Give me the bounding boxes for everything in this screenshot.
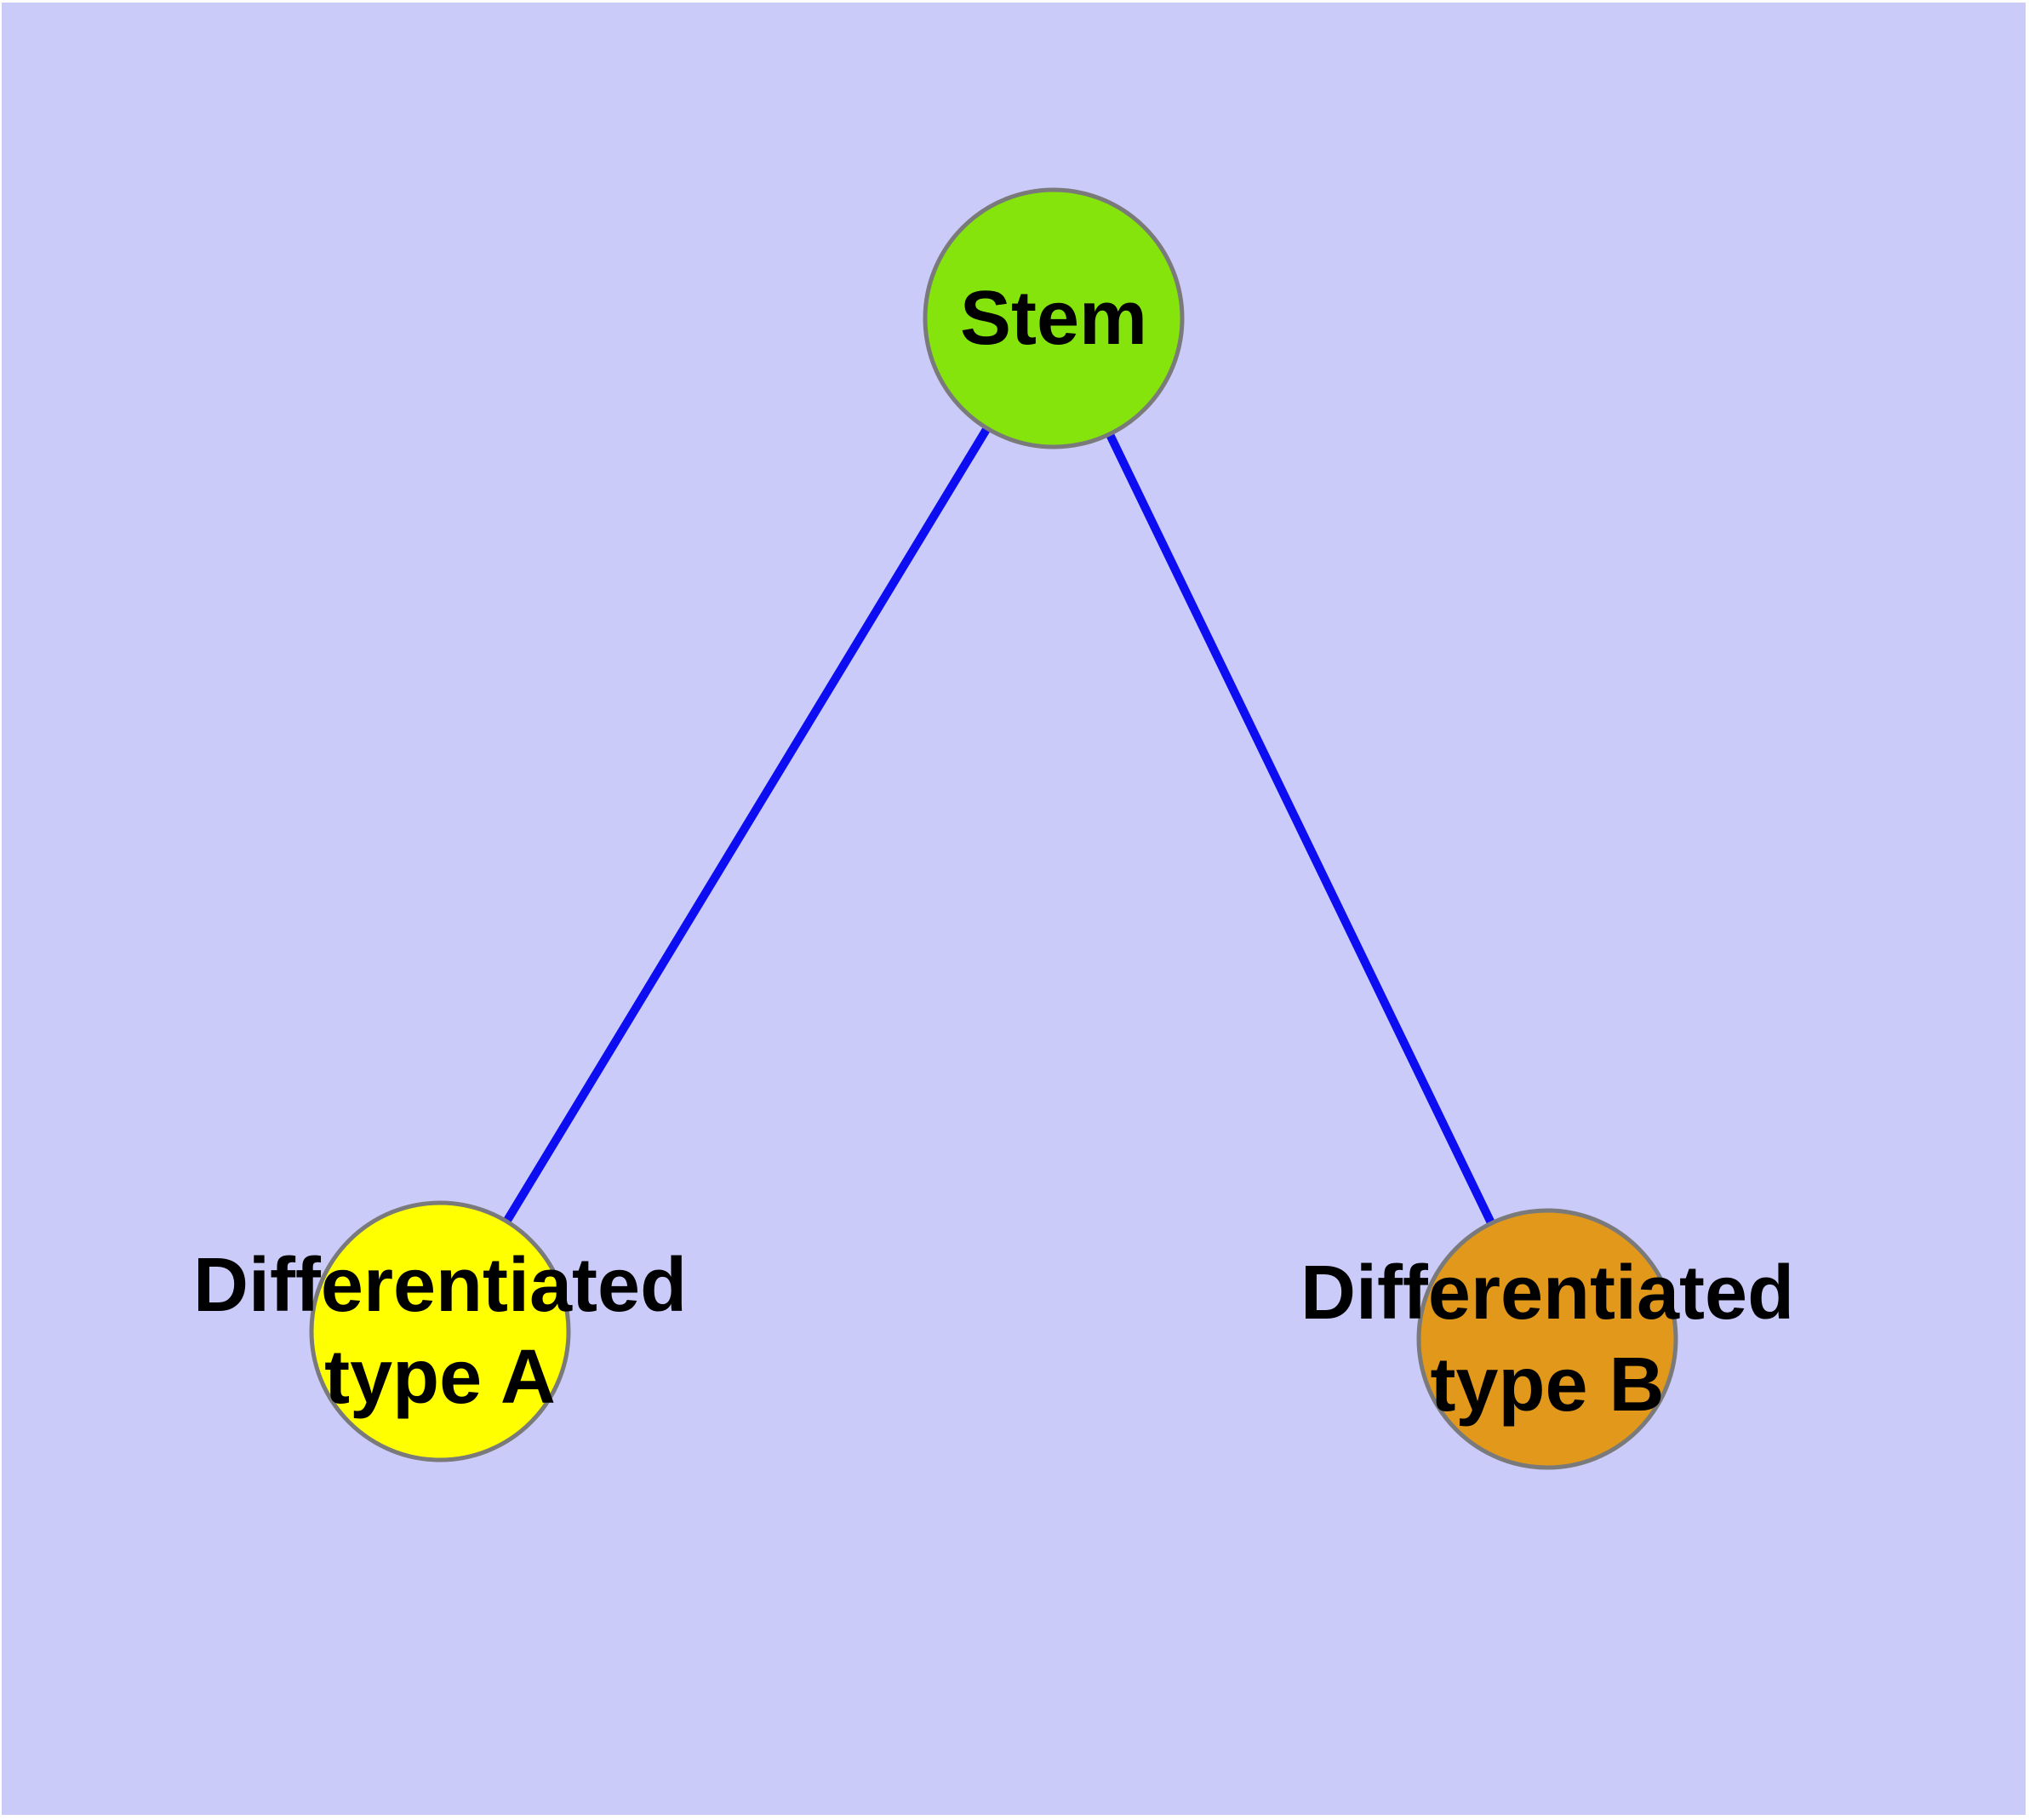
node-circle-type-a — [309, 1200, 571, 1462]
edge-stem-type-a — [436, 316, 1058, 1334]
edge-stem-type-b — [1049, 316, 1552, 1342]
node-circle-type-b — [1416, 1208, 1678, 1470]
node-circle-stem — [923, 187, 1185, 449]
